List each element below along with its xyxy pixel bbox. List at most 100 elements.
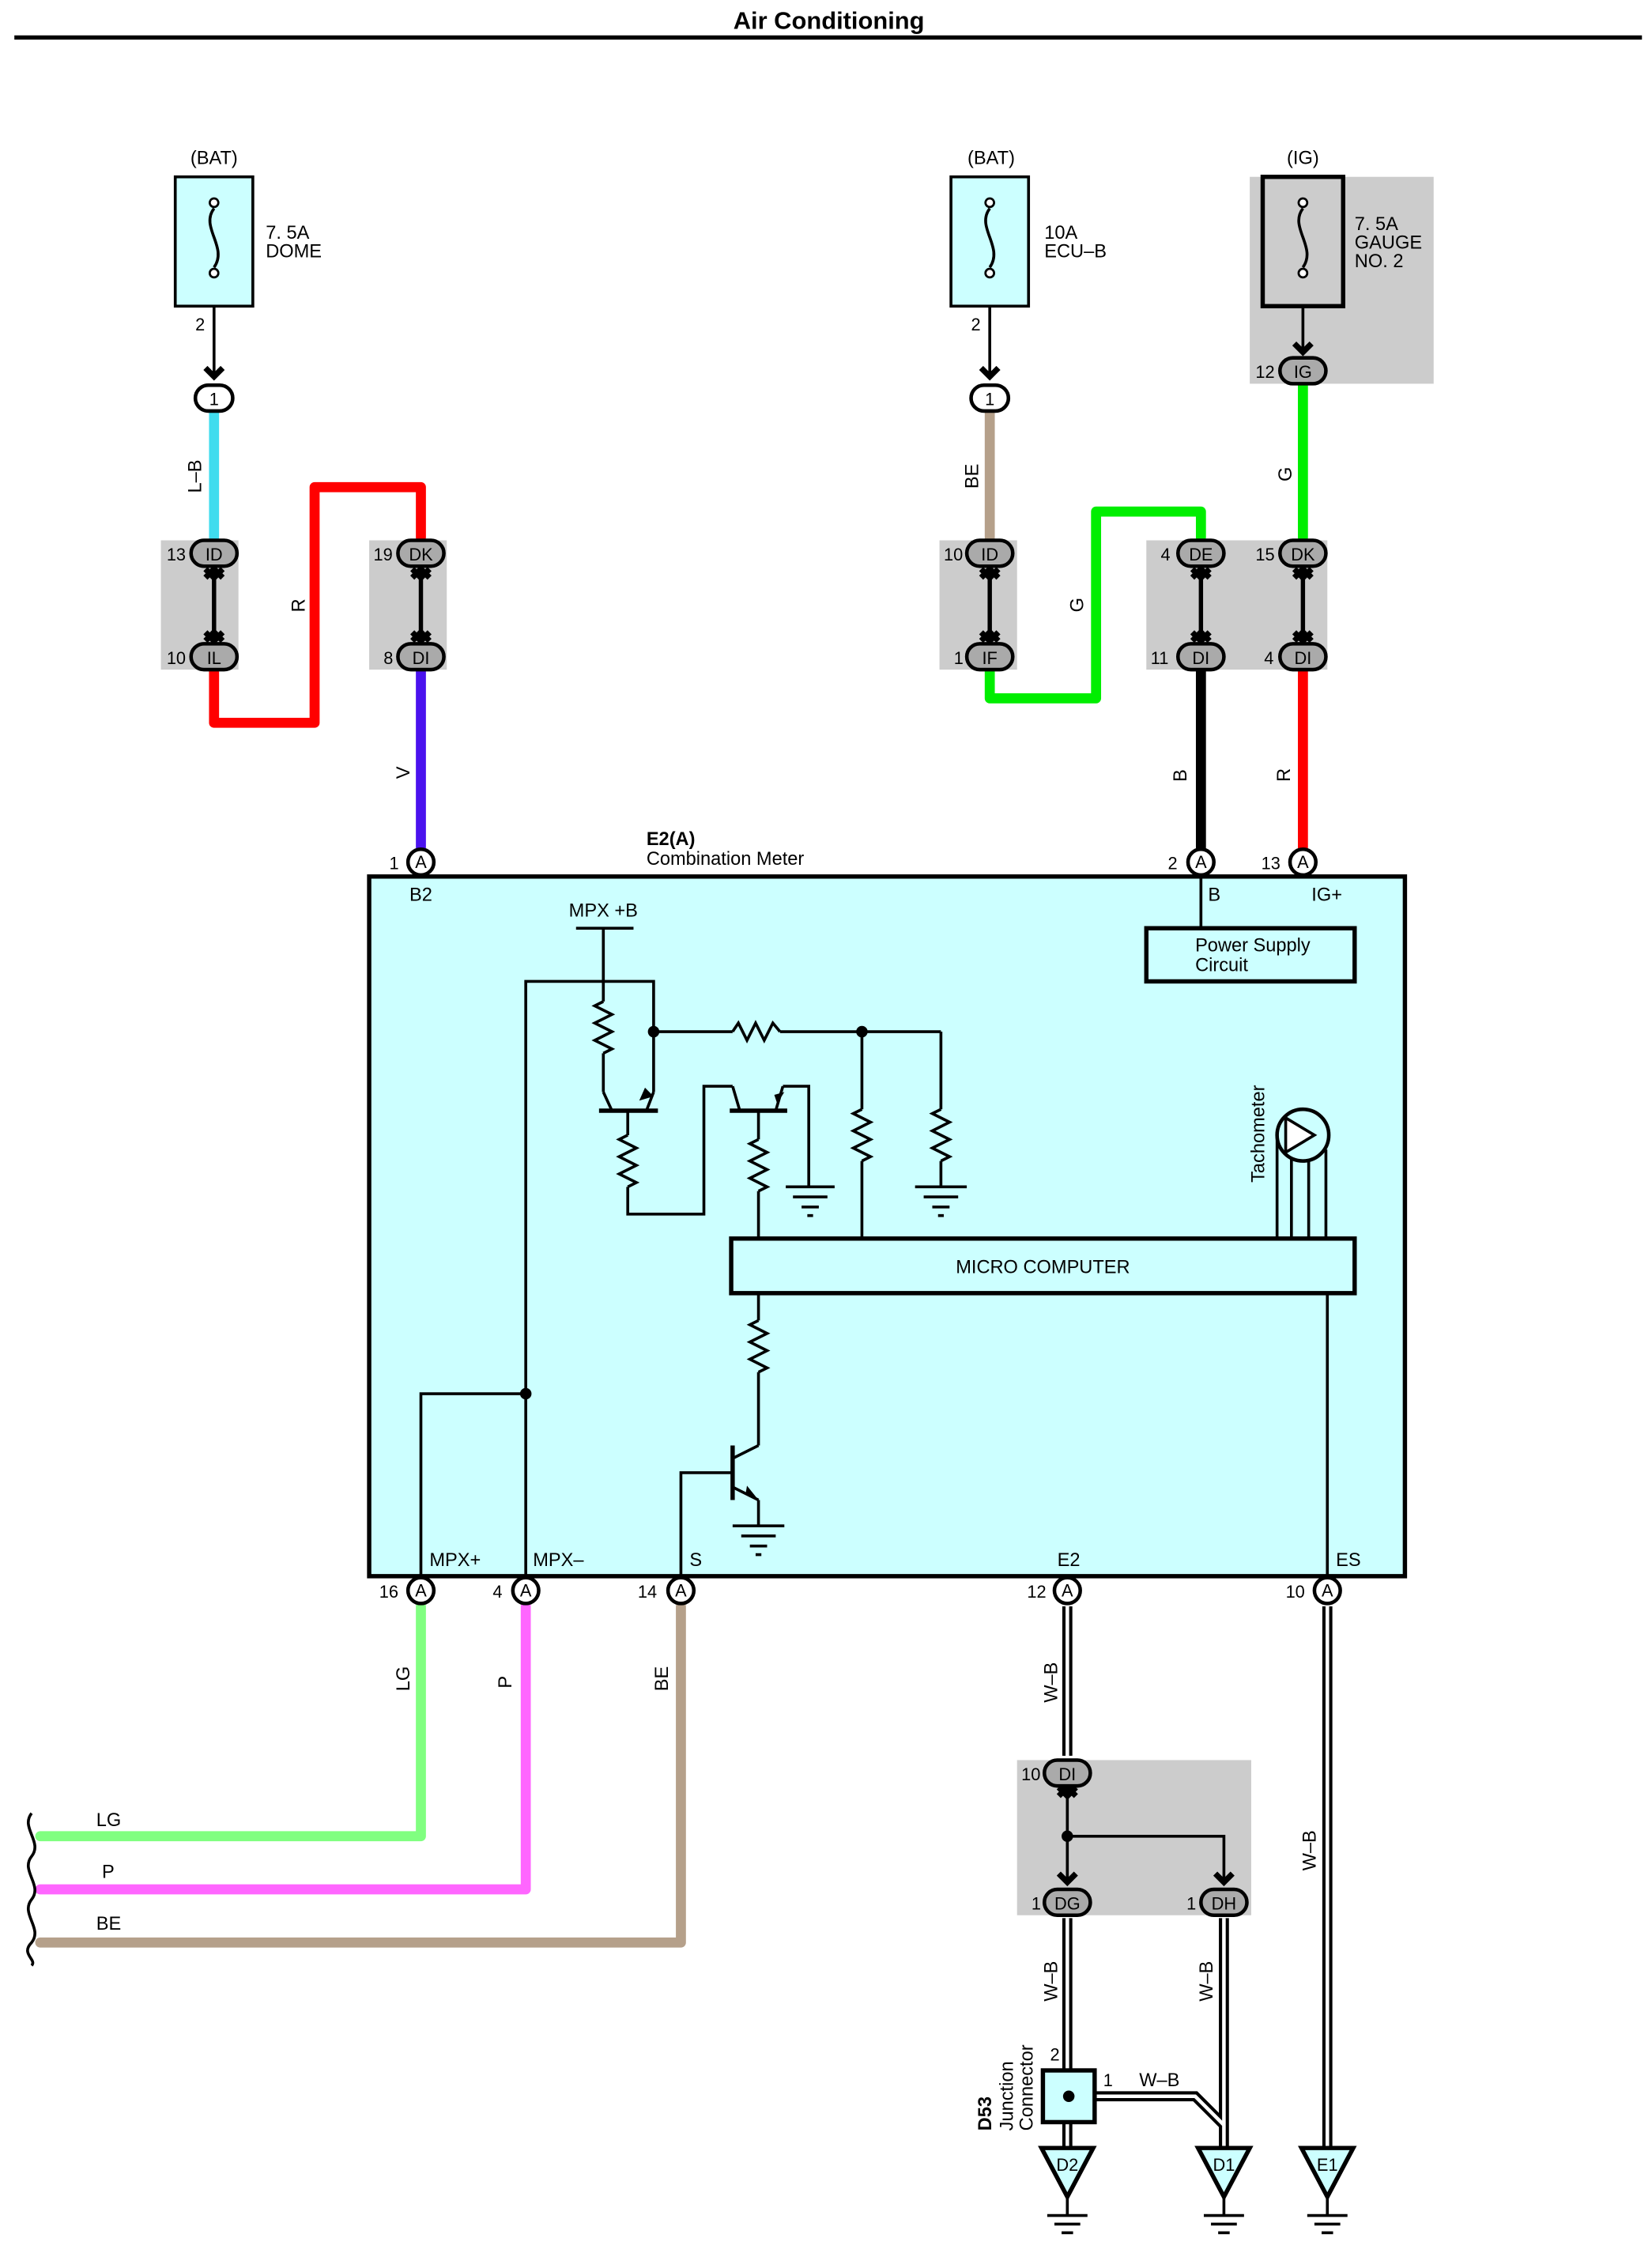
- conn-dh: DH: [1212, 1893, 1236, 1913]
- fuse-ecub-source: (BAT): [967, 148, 1015, 168]
- fuse-dome-source: (BAT): [190, 148, 238, 168]
- fuse-gauge-rating: 7. 5A: [1355, 214, 1398, 235]
- meter-pin-s-num: 14: [638, 1582, 657, 1602]
- meter-bottom-pins: MPX+ A 16 MPX– A 4 S A 14 E2 A 12 ES A 1…: [379, 1550, 1361, 1606]
- meter-ref: E2(A): [647, 829, 696, 850]
- conn-il: IL: [207, 648, 221, 668]
- conn-id-left: ID: [206, 545, 223, 564]
- wire-label-g-right: G: [1276, 467, 1296, 481]
- junction-line2: Connector: [1017, 2044, 1038, 2130]
- power-supply-line2: Circuit: [1195, 956, 1248, 976]
- conn-di-mid-pin: 11: [1151, 648, 1169, 668]
- fuse-gauge-name-1: GAUGE: [1355, 233, 1422, 254]
- meter-pin-b-label: B: [1208, 885, 1220, 906]
- wire-label-r-left: R: [289, 598, 309, 612]
- fuse-dome-rating: 7. 5A: [266, 223, 309, 243]
- fuse-dome-pin: 2: [195, 315, 205, 334]
- junction-pin-1: 1: [1103, 2070, 1113, 2090]
- wire-label-be-top: BE: [963, 464, 983, 489]
- conn-il-pin: 10: [167, 648, 186, 668]
- junction-connector-d53: 2 1 D53 Junction Connector: [975, 2044, 1113, 2130]
- junction-ref: D53: [975, 2096, 996, 2130]
- conn-dome-out: 1: [209, 390, 219, 409]
- fuse-gauge-no2: (IG) 7. 5A GAUGE NO. 2: [1260, 148, 1422, 308]
- wire-label-wb-5: W–B: [1139, 2070, 1179, 2091]
- wire-label-wb-4: W–B: [1300, 1830, 1321, 1870]
- internal-grounds: [732, 1185, 967, 1557]
- conn-di-left-pin: 8: [383, 648, 393, 668]
- conn-id-right-pin: 10: [944, 545, 963, 564]
- combination-meter: E2(A) Combination Meter A 1 B2 A 2 B A 1…: [367, 829, 1408, 1606]
- ground-e1: E1: [1298, 2145, 1357, 2235]
- tachometer-label: Tachometer: [1248, 1085, 1269, 1182]
- conn-if-pin: 1: [954, 648, 964, 668]
- connector-pills: 1 1 IG 12 ID 13 IL 10 DK 19 DI 8 ID 10 I…: [167, 356, 1328, 1918]
- wire-label-g-mid: G: [1067, 598, 1088, 612]
- fuse-ecub-pin: 2: [971, 315, 981, 334]
- wire-label-wb-2: W–B: [1042, 1961, 1062, 2002]
- conn-de: DE: [1189, 545, 1213, 564]
- ground-d2-label: D2: [1056, 2155, 1078, 2175]
- conn-if: IF: [982, 648, 997, 668]
- conn-di-right: DI: [1294, 648, 1311, 668]
- meter-pin-e2-label: E2: [1058, 1550, 1081, 1571]
- meter-pin-mpxp-label: MPX+: [429, 1550, 481, 1571]
- wire-label-lg: LG: [96, 1810, 121, 1831]
- conn-dk-left: DK: [409, 545, 433, 564]
- meter-pin-es-num: 10: [1286, 1582, 1305, 1602]
- fuse-ecub-name: ECU–B: [1044, 241, 1107, 262]
- conn-id-left-pin: 13: [167, 545, 186, 564]
- splice-dot: [1062, 1830, 1073, 1843]
- fuse-dome: (BAT) 7. 5A DOME 2: [173, 148, 322, 334]
- wires: [35, 379, 1308, 1948]
- meter-pin-b2-label: B2: [409, 885, 432, 906]
- meter-pin-ig-num: 13: [1262, 854, 1280, 874]
- fuse-gauge-source: (IG): [1287, 148, 1319, 168]
- micro-computer-label: MICRO COMPUTER: [956, 1257, 1130, 1277]
- wire-label-r-right: R: [1274, 768, 1295, 782]
- meter-pin-b-num: 2: [1168, 854, 1178, 874]
- wire-label-wb-1: W–B: [1042, 1662, 1062, 1703]
- power-supply-line1: Power Supply: [1195, 935, 1311, 956]
- meter-pin-mpxm-label: MPX–: [533, 1550, 584, 1571]
- meter-name: Combination Meter: [647, 849, 805, 870]
- conn-dg: DG: [1054, 1893, 1081, 1913]
- wire-label-wb-3: W–B: [1197, 1961, 1217, 2002]
- meter-pin-es-label: ES: [1336, 1550, 1360, 1571]
- meter-pin-mpxp-cav: A: [415, 1580, 427, 1600]
- meter-pin-e2-cav: A: [1062, 1580, 1073, 1600]
- meter-pin-mpxp-num: 16: [379, 1582, 398, 1602]
- conn-ig: IG: [1294, 362, 1312, 382]
- wire-label-b: B: [1171, 769, 1191, 782]
- ground-e1-label: E1: [1317, 2155, 1338, 2175]
- tachometer-gauge: Tachometer: [1248, 1085, 1331, 1239]
- junction-line1: Junction: [997, 2061, 1017, 2130]
- meter-pin-es-cav: A: [1322, 1580, 1333, 1600]
- meter-pin-mpxm-cav: A: [520, 1580, 532, 1600]
- micro-computer-box: [729, 1236, 1357, 1296]
- conn-di-left: DI: [413, 648, 430, 668]
- conn-dk-right-pin: 15: [1255, 545, 1274, 564]
- internal-circuit: [419, 876, 1330, 1576]
- page-title: Air Conditioning: [734, 7, 925, 35]
- conn-dk-right: DK: [1291, 545, 1315, 564]
- mpx-b-label: MPX +B: [569, 901, 638, 922]
- fuse-ecu-b: (BAT) 10A ECU–B 2: [949, 148, 1107, 334]
- meter-top-pins: A 1 B2 A 2 B A 13 IG+: [390, 847, 1342, 906]
- wire-label-lb: L–B: [185, 460, 206, 493]
- conn-de-pin: 4: [1160, 545, 1170, 564]
- ground-symbols: D2 D1 E1: [1038, 2145, 1357, 2235]
- meter-pin-mpxm-num: 4: [492, 1582, 502, 1602]
- fuse-gauge-name-2: NO. 2: [1355, 251, 1404, 272]
- conn-ig-pin: 12: [1255, 362, 1274, 382]
- meter-pin-b2-num: 1: [390, 854, 399, 874]
- wire-break-mark: [26, 1812, 36, 1967]
- meter-pin-e2-num: 12: [1027, 1582, 1046, 1602]
- wb-wires: [1062, 1606, 1333, 2149]
- ground-d2: D2: [1038, 2145, 1097, 2235]
- conn-dk-left-pin: 19: [374, 545, 393, 564]
- meter-pin-s-cav: A: [675, 1580, 687, 1600]
- power-supply-box: [1144, 926, 1357, 984]
